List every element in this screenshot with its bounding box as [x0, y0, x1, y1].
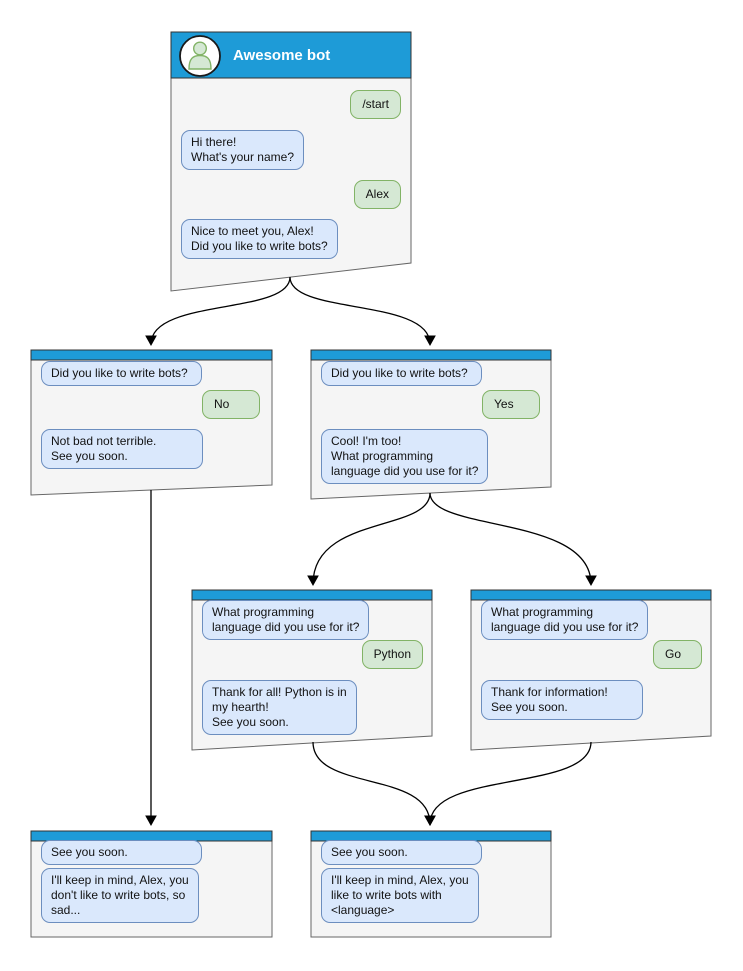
- bot-message-bubble: Hi there! What's your name?: [181, 130, 305, 170]
- bot-message-bubble: Not bad not terrible. See you soon.: [41, 429, 203, 469]
- bot-message-bubble: Thank for information! See you soon.: [481, 680, 643, 720]
- person-icon: [188, 41, 212, 70]
- user-message-bubble: Python: [361, 640, 423, 669]
- chat-window-yes-header-bar: [310, 349, 552, 361]
- flow-arrow-root-to-no: [145, 276, 291, 346]
- bot-message-bubble: See you soon.: [41, 840, 202, 865]
- user-message-bubble: No: [202, 390, 260, 419]
- bot-message-bubble: I'll keep in mind, Alex, you don't like …: [41, 868, 199, 923]
- bot-message-bubble: Did you like to write bots?: [321, 361, 482, 386]
- flow-arrow-root-to-yes: [289, 276, 436, 346]
- bot-message-bubble: Cool! I'm too! What programming language…: [321, 429, 489, 484]
- chat-window-no-header-bar: [30, 349, 273, 361]
- bot-message-bubble: What programming language did you use fo…: [481, 600, 649, 640]
- flow-arrow-yes-to-python: [307, 492, 431, 586]
- flow-arrow-yes-to-go: [429, 492, 597, 586]
- user-message-bubble: Alex: [353, 180, 401, 209]
- bot-message-bubble: Did you like to write bots?: [41, 361, 202, 386]
- bot-message-bubble: See you soon.: [321, 840, 482, 865]
- bot-message-bubble: What programming language did you use fo…: [202, 600, 370, 640]
- user-message-bubble: Yes: [482, 390, 540, 419]
- bot-message-bubble: Thank for all! Python is in my hearth! S…: [202, 680, 357, 735]
- bot-title: Awesome bot: [233, 47, 331, 64]
- bot-message-bubble: I'll keep in mind, Alex, you like to wri…: [321, 868, 479, 923]
- bot-message-bubble: Nice to meet you, Alex! Did you like to …: [181, 219, 338, 259]
- chat-window-go-header-bar: [470, 589, 712, 601]
- user-message-bubble: /start: [350, 90, 401, 119]
- chat-window-python-header-bar: [191, 589, 433, 601]
- user-message-bubble: Go: [653, 640, 702, 669]
- bot-avatar: [179, 35, 221, 77]
- flow-arrow-python-to-end: [312, 741, 436, 826]
- flow-arrow-go-to-end: [424, 741, 592, 826]
